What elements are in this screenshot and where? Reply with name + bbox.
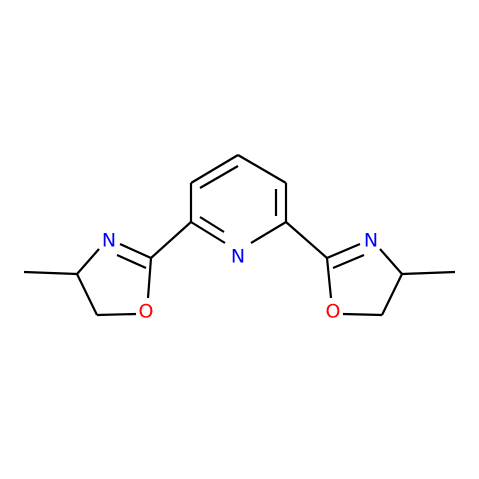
bond-c4-methyl-left	[23, 270, 78, 276]
right-oxazoline-ring	[325, 242, 456, 317]
left-oxazoline-ring	[23, 242, 153, 317]
bond-c3-c4-double	[199, 165, 239, 189]
bond-c4-c5-right	[381, 273, 403, 316]
bond-c4-c5-left	[76, 273, 98, 316]
bond-n1-c2	[190, 221, 226, 244]
bond-c5-o1-right	[342, 312, 383, 317]
bond-pyridine-right-oxazoline	[285, 221, 328, 259]
bond-n1-c2-double	[199, 216, 225, 233]
bond-c2-n3-left	[119, 242, 152, 260]
bond-n3-c4-right	[379, 248, 403, 275]
bond-n3-c4-left	[76, 248, 100, 275]
bond-c2-n3-right-double	[332, 253, 365, 270]
pyridine-ring	[189, 154, 288, 244]
bond-pyridine-left-oxazoline	[150, 221, 192, 259]
bond-c5-o1-left	[96, 312, 137, 317]
bond-c4-c5	[237, 154, 287, 184]
bond-c2-n3-right	[326, 242, 361, 260]
bond-c2-n3-left-double	[116, 253, 147, 270]
bond-c6-n1	[250, 221, 287, 244]
right-oxazoline-oxygen-label: O	[326, 301, 341, 323]
bond-c4-methyl-right	[401, 270, 456, 276]
right-oxazoline-nitrogen-label: N	[364, 230, 378, 252]
left-oxazoline-nitrogen-label: N	[102, 230, 116, 252]
bond-o1-c2-left	[146, 257, 153, 299]
bond-o1-c2-right	[325, 257, 333, 299]
left-oxazoline-oxygen-label: O	[139, 301, 154, 323]
bond-c3-c4	[190, 154, 239, 184]
pyridine-nitrogen-label: N	[231, 246, 245, 268]
